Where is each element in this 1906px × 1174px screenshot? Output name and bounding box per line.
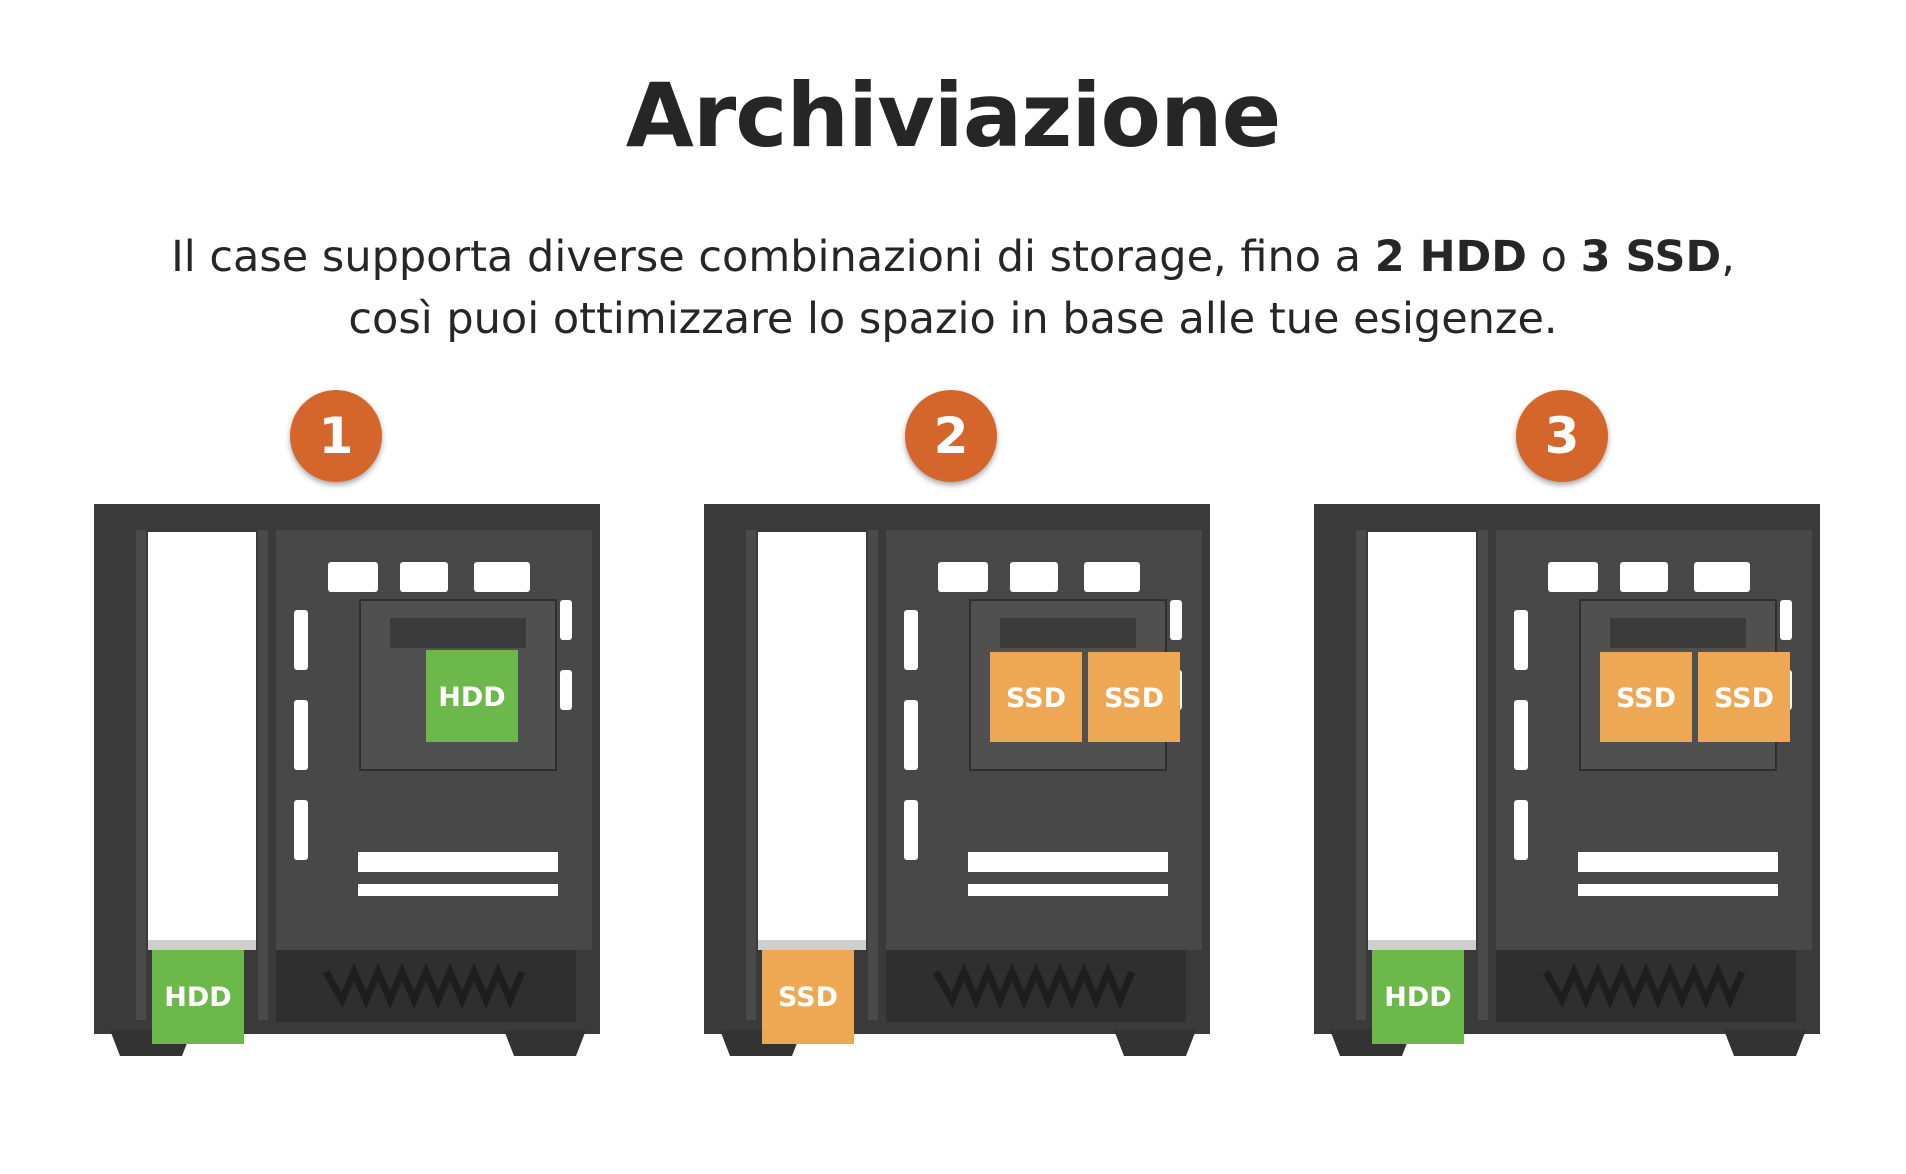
- case-illustration: HDD HDD: [94, 504, 600, 1056]
- front-opening: [758, 532, 866, 940]
- tray-cutout: [1548, 562, 1598, 592]
- cable-slot: [560, 600, 572, 640]
- bottom-drive-slot: [1372, 950, 1464, 1044]
- cable-slot: [1780, 600, 1792, 640]
- front-rail: [1478, 530, 1488, 1020]
- case-foot-right: [1724, 1030, 1806, 1056]
- tray-cutout: [358, 852, 558, 872]
- config-number-badge: 2: [905, 390, 997, 482]
- tray-cutout: [400, 562, 448, 592]
- back-drive-label: HDD: [438, 682, 505, 713]
- tray-cutout: [1620, 562, 1668, 592]
- cable-slot: [904, 610, 918, 670]
- cable-slot: [1514, 610, 1528, 670]
- psu-shroud: [1496, 950, 1796, 1022]
- front-rail: [136, 530, 146, 1020]
- description: Il case supporta diverse combinazioni di…: [0, 226, 1906, 350]
- front-opening: [148, 532, 256, 940]
- cable-slot: [294, 700, 308, 770]
- cable-slot: [904, 800, 918, 860]
- tray-cutout: [968, 884, 1168, 896]
- plate-slot: [390, 618, 526, 648]
- description-line-1: Il case supporta diverse combinazioni di…: [0, 226, 1906, 288]
- description-text: o: [1526, 232, 1581, 282]
- ssd-count: 3 SSD: [1580, 232, 1722, 282]
- cable-slot: [1514, 800, 1528, 860]
- back-drive-slot: [1600, 652, 1692, 742]
- tray-cutout: [968, 852, 1168, 872]
- back-drive-label: SSD: [1714, 683, 1774, 714]
- front-rail: [1356, 530, 1366, 1020]
- description-text: ,: [1721, 232, 1735, 282]
- config-3: 3 HDD SSD SSD: [1310, 390, 1824, 1070]
- case-foot-right: [1114, 1030, 1196, 1056]
- config-1: 1 HDD HDD: [90, 390, 604, 1070]
- tray-cutout: [328, 562, 378, 592]
- back-drive-label: SSD: [1104, 683, 1164, 714]
- drive-cage-top: [1368, 940, 1476, 950]
- tray-cutout: [358, 884, 558, 896]
- tray-cutout: [938, 562, 988, 592]
- tray-cutout: [1578, 852, 1778, 872]
- psu-vent: [1542, 963, 1746, 1009]
- bottom-drive-label: HDD: [1384, 982, 1451, 1013]
- bottom-drive-label: SSD: [778, 982, 838, 1013]
- cable-slot: [1170, 600, 1182, 640]
- config-number-badge: 3: [1516, 390, 1608, 482]
- tray-cutout: [1694, 562, 1750, 592]
- drive-cage-top: [148, 940, 256, 950]
- drive-cage-top: [758, 940, 866, 950]
- front-opening: [1368, 532, 1476, 940]
- plate-slot: [1000, 618, 1136, 648]
- psu-shroud: [276, 950, 576, 1022]
- front-rail: [258, 530, 268, 1020]
- case-foot-right: [504, 1030, 586, 1056]
- psu-vent: [322, 963, 526, 1009]
- psu-vent: [932, 963, 1136, 1009]
- page-title: Archiviazione: [625, 64, 1282, 167]
- tray-cutout: [474, 562, 530, 592]
- back-drive-slot: [426, 650, 518, 742]
- description-text: Il case supporta diverse combinazioni di…: [171, 232, 1375, 282]
- cable-slot: [560, 670, 572, 710]
- config-number-badge: 1: [290, 390, 382, 482]
- config-2: 2 SSD SSD SSD: [700, 390, 1214, 1070]
- plate-slot: [1610, 618, 1746, 648]
- cable-slot: [294, 610, 308, 670]
- tray-cutout: [1084, 562, 1140, 592]
- bottom-drive-label: HDD: [164, 982, 231, 1013]
- cable-slot: [294, 800, 308, 860]
- case-illustration: HDD SSD SSD: [1314, 504, 1820, 1056]
- back-drive-slot: [990, 652, 1082, 742]
- back-drive-label: SSD: [1616, 683, 1676, 714]
- tray-cutout: [1010, 562, 1058, 592]
- bottom-drive-slot: [762, 950, 854, 1044]
- bottom-drive-slot: [152, 950, 244, 1044]
- psu-shroud: [886, 950, 1186, 1022]
- description-line-2: così puoi ottimizzare lo spazio in base …: [348, 294, 1558, 344]
- cable-slot: [904, 700, 918, 770]
- case-illustration: SSD SSD SSD: [704, 504, 1210, 1056]
- hdd-count: 2 HDD: [1374, 232, 1527, 282]
- back-drive-slot: [1698, 652, 1790, 742]
- back-drive-label: SSD: [1006, 683, 1066, 714]
- cable-slot: [1514, 700, 1528, 770]
- tray-cutout: [1578, 884, 1778, 896]
- front-rail: [746, 530, 756, 1020]
- front-rail: [868, 530, 878, 1020]
- back-drive-slot: [1088, 652, 1180, 742]
